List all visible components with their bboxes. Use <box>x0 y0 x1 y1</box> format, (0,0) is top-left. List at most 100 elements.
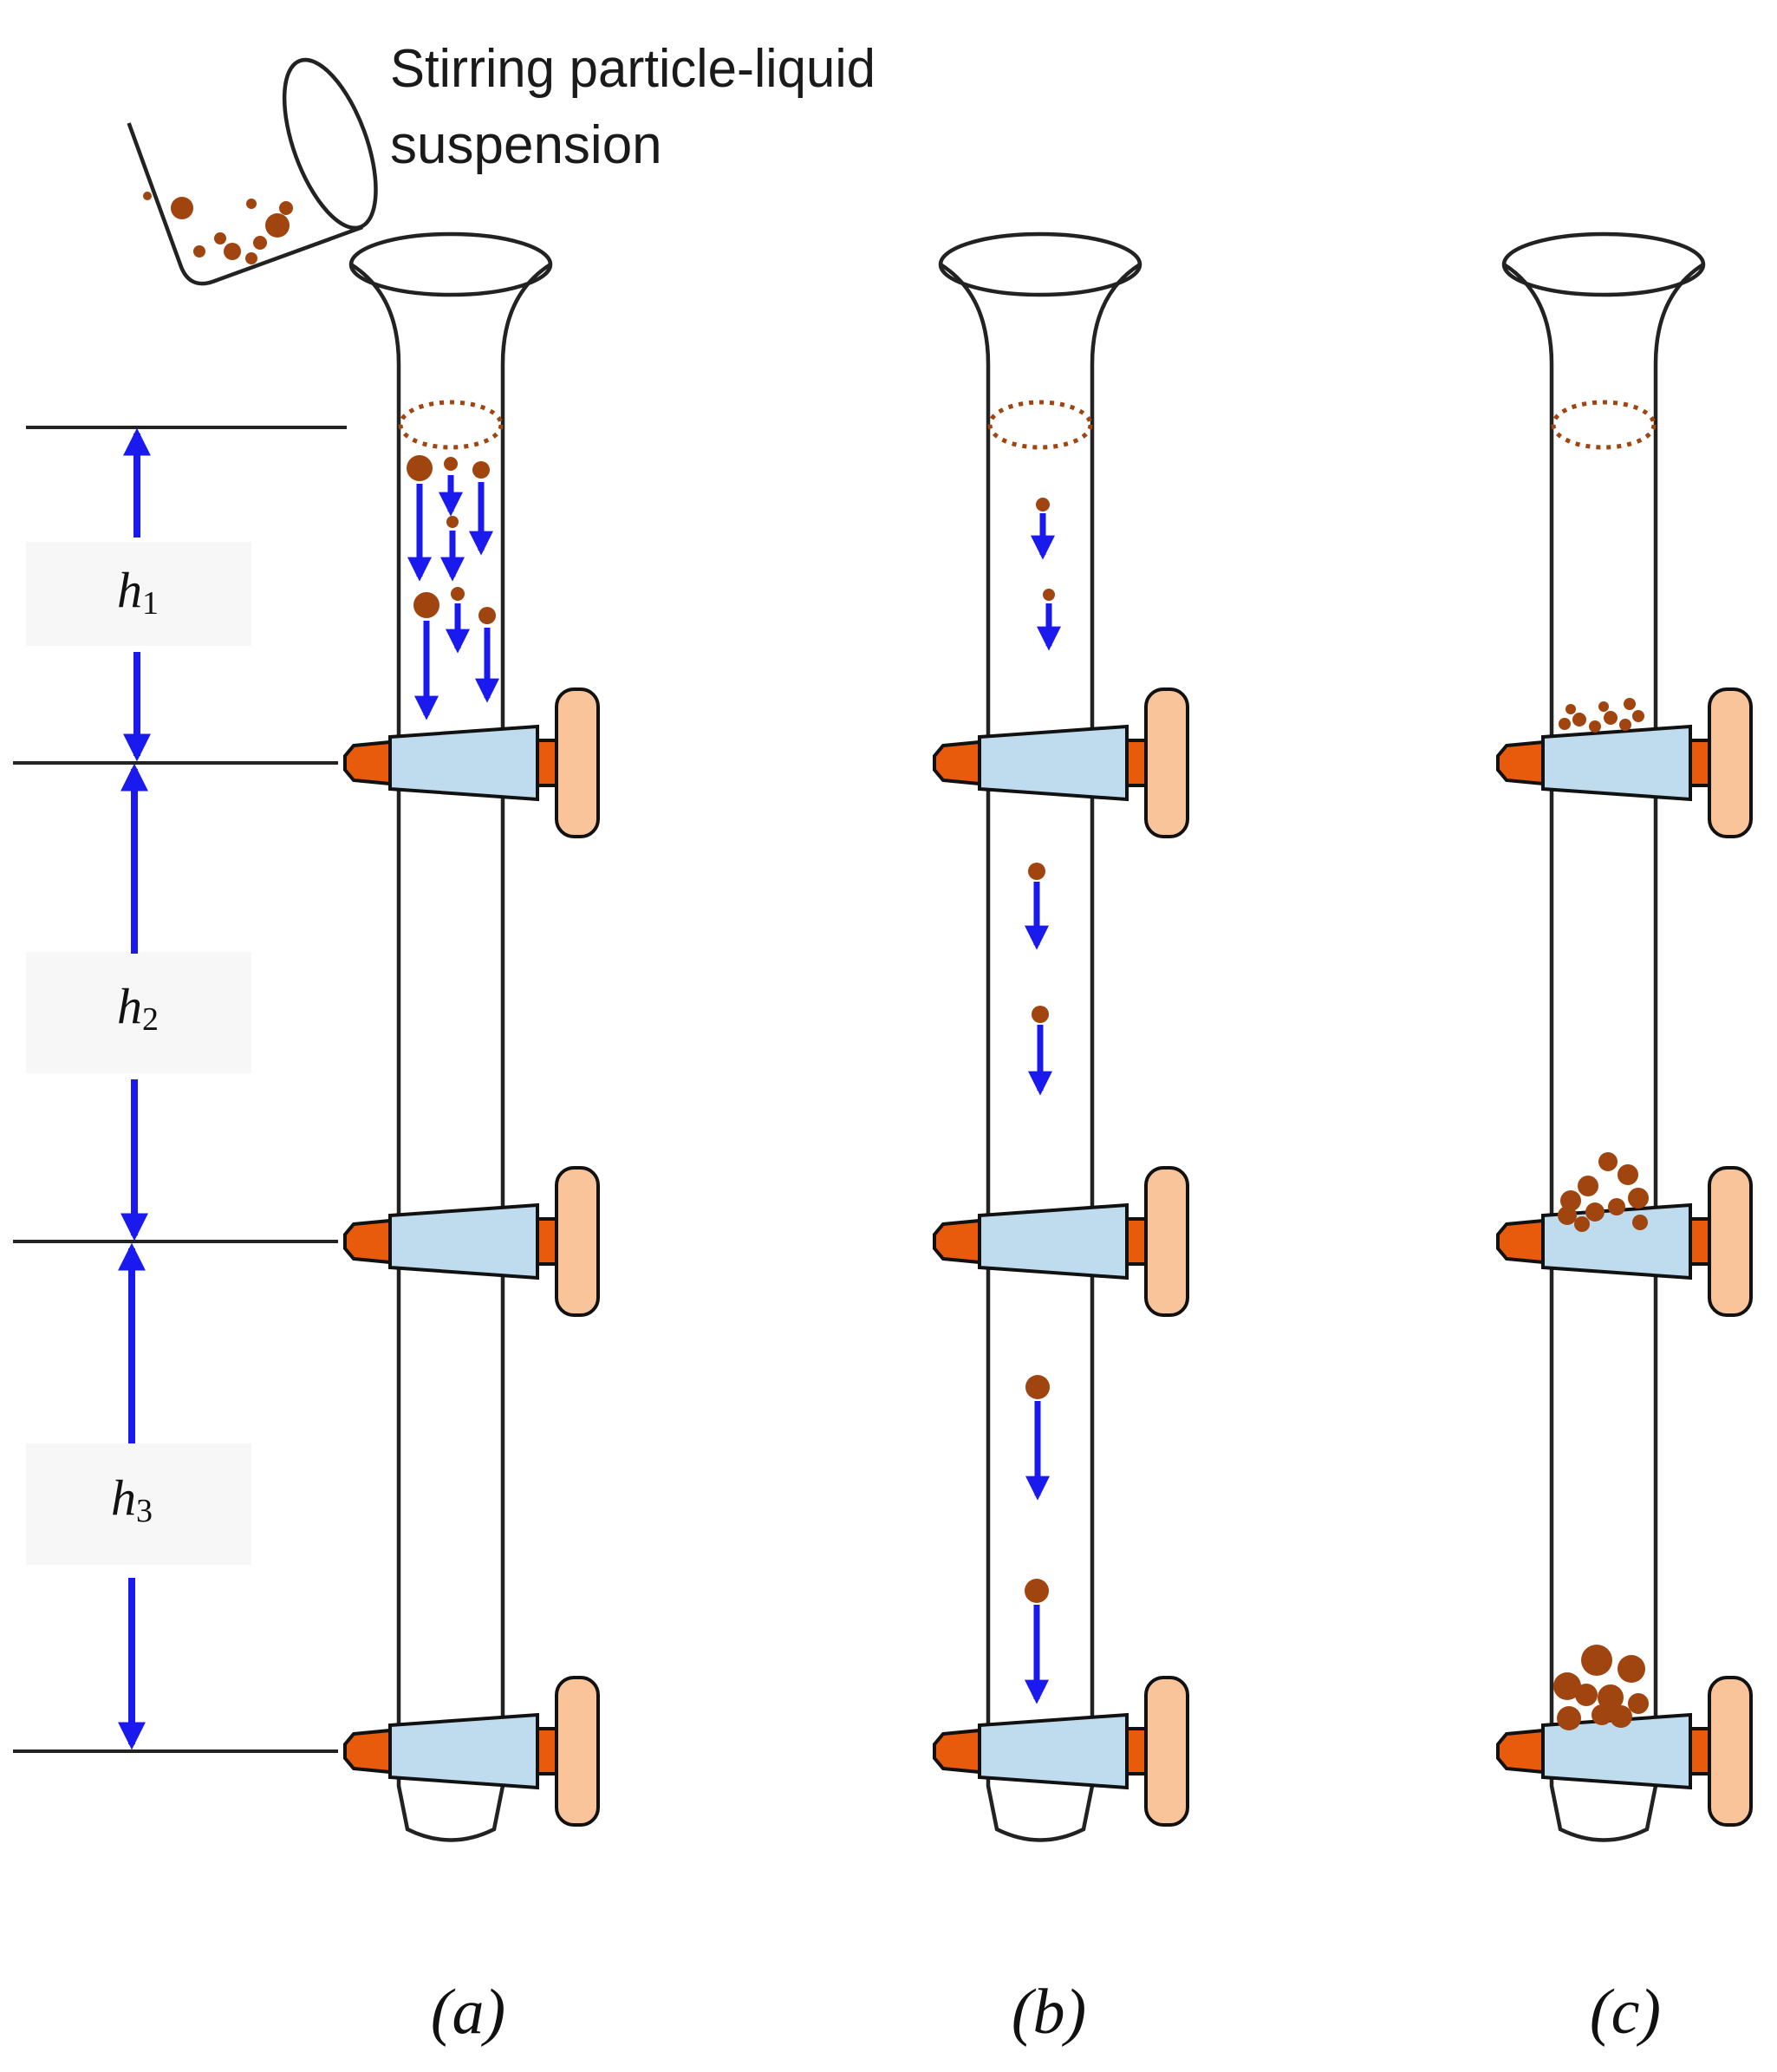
sampling-valve-1 <box>343 687 600 838</box>
valve-tip <box>343 1218 392 1265</box>
valve-tip <box>343 1728 392 1775</box>
particle <box>1628 1693 1649 1714</box>
particle <box>1618 1655 1645 1683</box>
tube-body <box>349 263 552 1842</box>
tube-body <box>939 263 1142 1842</box>
caption-line-1: Stirring particle-liquid <box>390 39 875 99</box>
particle <box>1608 1198 1625 1215</box>
sampling-valve-3 <box>1496 1676 1753 1827</box>
valve-stopper <box>388 1712 539 1790</box>
valve-stopper <box>388 724 539 802</box>
valve-tip <box>933 740 981 786</box>
particle <box>224 243 241 260</box>
h1-label-box <box>26 542 251 646</box>
particle <box>279 201 293 215</box>
particle <box>1553 1672 1581 1700</box>
panel-label-a: (a) <box>431 1977 505 2048</box>
particle <box>451 587 465 601</box>
valve-stopper <box>388 1202 539 1280</box>
particle <box>214 232 226 244</box>
particle <box>1591 1704 1612 1725</box>
liquid-level-ring <box>1551 400 1657 450</box>
particle <box>1574 1216 1590 1232</box>
particle <box>143 192 152 200</box>
column-b <box>933 231 1189 1842</box>
particle <box>1619 719 1631 731</box>
particle <box>1028 863 1045 880</box>
particle <box>407 455 433 481</box>
h3-label: h3 <box>111 1469 153 1529</box>
h1-label: h1 <box>117 562 159 622</box>
particle <box>1598 701 1609 712</box>
valve-tip <box>343 740 392 786</box>
particle <box>1043 589 1055 601</box>
particle <box>1624 698 1636 710</box>
particle <box>413 592 439 618</box>
particle <box>1025 1375 1050 1399</box>
tube-body <box>1502 263 1705 1842</box>
particle <box>1578 1176 1598 1196</box>
valve-knob <box>555 1676 600 1827</box>
tube-mouth <box>1501 231 1706 297</box>
valve-tip <box>933 1728 981 1775</box>
particle <box>1560 1190 1581 1211</box>
valve-knob <box>1708 687 1753 838</box>
particle <box>1575 1684 1598 1706</box>
particle <box>1589 720 1601 733</box>
particle <box>265 213 290 238</box>
sampling-valve-2 <box>343 1166 600 1317</box>
valve-stopper <box>1541 1712 1692 1790</box>
caption-line-2: suspension <box>390 115 662 175</box>
h3-label-box <box>26 1443 251 1565</box>
valve-tip <box>933 1218 981 1265</box>
particle <box>193 245 205 257</box>
sampling-valve-2 <box>933 1166 1189 1317</box>
valve-stopper <box>978 1712 1129 1790</box>
particle <box>246 199 257 209</box>
particle <box>1585 1202 1605 1222</box>
particle <box>446 516 459 528</box>
liquid-level-ring <box>987 400 1093 450</box>
beaker-particles <box>143 192 293 264</box>
particle <box>1632 1215 1648 1230</box>
particle <box>444 457 458 471</box>
sampling-valve-3 <box>343 1676 600 1827</box>
valve-tip <box>1496 1728 1545 1775</box>
valve-knob <box>555 687 600 838</box>
particle <box>245 252 257 264</box>
particle <box>1610 1705 1632 1728</box>
tube-mouth <box>938 231 1142 297</box>
particle <box>1036 498 1050 511</box>
liquid-level-ring <box>398 400 504 450</box>
particle <box>1565 704 1576 714</box>
valve-stopper <box>978 724 1129 802</box>
particle <box>253 236 267 250</box>
tube-mouth <box>348 231 553 297</box>
particle <box>1598 1152 1618 1171</box>
particle <box>171 197 193 219</box>
panel-label-b: (b) <box>1012 1977 1086 2048</box>
valve-knob <box>1144 687 1189 838</box>
valve-tip <box>1496 1218 1545 1265</box>
column-a <box>343 231 600 1842</box>
valve-knob <box>1144 1676 1189 1827</box>
particle <box>472 461 490 479</box>
sampling-valve-2 <box>1496 1166 1753 1317</box>
particle <box>1557 1706 1581 1730</box>
particle <box>1604 711 1618 725</box>
sampling-valve-3 <box>933 1676 1189 1827</box>
particle <box>478 607 496 624</box>
particle <box>1559 718 1571 730</box>
valve-knob <box>1144 1166 1189 1317</box>
particle <box>1618 1164 1638 1185</box>
h2-label-box <box>26 952 251 1073</box>
height-dimensions: h1 h2 h3 <box>13 426 347 1753</box>
particle <box>1572 713 1586 727</box>
sampling-valve-1 <box>1496 687 1753 838</box>
particle <box>1558 1206 1577 1225</box>
particle <box>1598 1684 1624 1710</box>
beaker-icon <box>127 57 378 286</box>
valve-tip <box>1496 740 1545 786</box>
valve-knob <box>555 1166 600 1317</box>
